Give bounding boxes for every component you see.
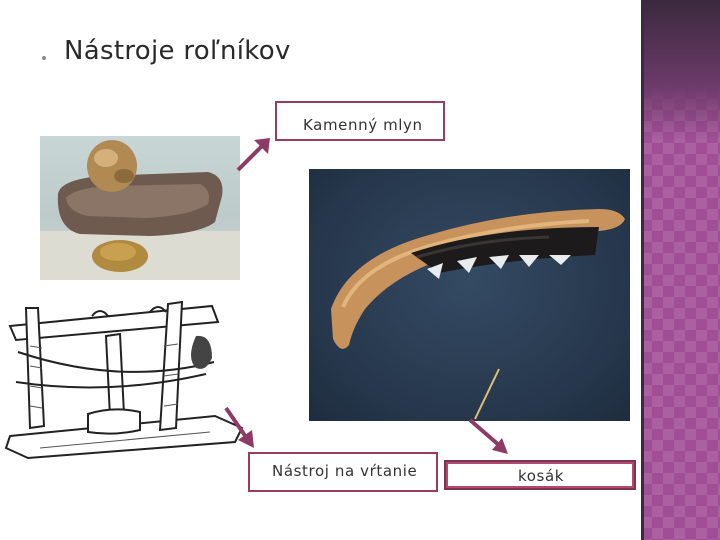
arrow-to-kosak-icon xyxy=(468,418,508,454)
side-band-shade xyxy=(641,0,720,140)
sickle-photo xyxy=(309,169,630,421)
side-band-divider xyxy=(641,0,644,540)
sickle-illustration xyxy=(331,209,625,420)
label-nastroj-na-vrtanie-text: Nástroj na vŕtanie xyxy=(272,462,418,480)
label-kosak-text: kosák xyxy=(518,467,565,485)
label-nastroj-na-vrtanie: Nástroj na vŕtanie xyxy=(248,452,438,492)
arrow-to-nastroj-na-vrtanie-icon xyxy=(224,406,254,448)
stone-mill-illustration xyxy=(40,140,240,280)
label-kosak-inner xyxy=(448,464,632,486)
title-bullet xyxy=(42,56,46,60)
stone-mill-photo xyxy=(40,136,240,280)
label-kamenny-mlyn-text: Kamenný mlyn xyxy=(303,116,423,134)
bow-drill-illustration xyxy=(4,300,244,460)
drilling-tool-drawing xyxy=(0,286,250,462)
label-kamenny-mlyn: Kamenný mlyn xyxy=(275,101,445,141)
side-decoration-band xyxy=(641,0,720,540)
slide-title: Nástroje roľníkov xyxy=(64,36,291,66)
label-kosak: kosák xyxy=(444,460,636,490)
arrow-to-kamenny-mlyn-icon xyxy=(236,138,270,172)
